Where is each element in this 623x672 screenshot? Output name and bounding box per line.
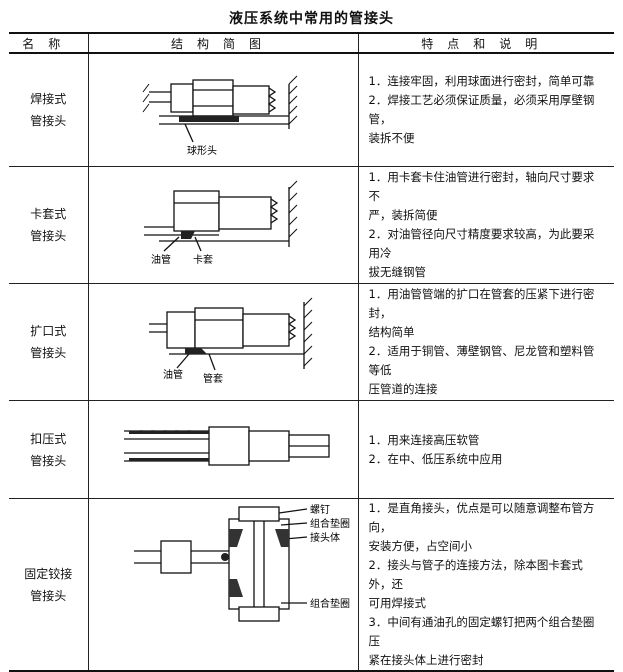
row-name-cell: 扣压式 管接头 [9,400,89,499]
label-oil-pipe: 油管 [151,253,171,266]
note-line: 2．适用于铜管、薄壁钢管、尼龙管和塑料管等低 [368,344,595,377]
notes-cell: 1．用来连接高压软管 2．在中、低压系统中应用 [357,400,614,499]
banjo-joint-diagram: 螺钉 组合垫圈 接头体 组合垫圈 [133,504,350,622]
label-ball-head: 球形头 [187,144,217,157]
label-washer-bottom: 组合垫圈 [310,597,350,610]
note-line: 可用焊接式 [368,596,427,610]
note-line: 1．是直角接头，优点是可以随意调整布管方向， [368,501,595,534]
note-line: 压管道的连接 [368,382,438,396]
note-line: 安装方便，占空间小 [368,539,473,553]
row-name-line1: 卡套式 [30,207,67,221]
row-name-cell: 扩口式 管接头 [9,283,89,401]
note-line: 严，装拆简便 [368,208,438,222]
note-line: 2．在中、低压系统中应用 [368,451,503,466]
diagram-cell: 油管 管套 [87,283,359,401]
header-desc: 特点和说明 [357,32,614,54]
diagram-cell: 螺钉 组合垫圈 接头体 组合垫圈 [87,498,359,672]
row-name-line2: 管接头 [30,229,67,243]
row-name-line2: 管接头 [30,453,67,468]
label-ferrule: 卡套 [193,253,213,266]
note-line: 装拆不便 [368,131,415,145]
note-line: 结构简单 [368,325,415,339]
note-line: 2．对油管径向尺寸精度要求较高，为此要采用冷 [368,227,595,260]
label-screw: 螺钉 [310,504,330,516]
table-row: 扩口式 管接头 油管 管套 [9,283,614,401]
label-joint-body: 接头体 [310,531,340,544]
row-name-cell: 焊接式 管接头 [9,52,89,167]
notes-cell: 1．用油管管端的扩口在管套的压紧下进行密封， 结构简单 2．适用于铜管、薄壁钢管… [357,283,614,401]
diagram-cell: 油管 卡套 [87,166,359,284]
row-name-line2: 管接头 [30,346,67,360]
row-name-cell: 固定铰接 管接头 [9,498,89,672]
pipe-joint-table: 名称 结构简图 特点和说明 焊接式 管接头 [9,32,614,672]
note-line: 1．用油管管端的扩口在管套的压紧下进行密封， [368,287,595,320]
diagram-cell [87,400,359,499]
note-line: 紧在接头体上进行密封 [368,653,484,667]
row-name-cell: 卡套式 管接头 [9,166,89,284]
ferrule-joint-diagram: 油管 卡套 [143,180,297,266]
table-row: 固定铰接 管接头 螺钉 组合垫 [9,498,614,672]
row-name-line2: 管接头 [30,114,67,128]
welded-joint-diagram: 球形头 [142,75,297,157]
note-line: 2．接头与管子的连接方法，除本图卡套式外，还 [368,558,583,591]
label-washer-top: 组合垫圈 [310,517,350,530]
crimped-joint-diagram [123,426,330,466]
label-oil-pipe: 油管 [163,368,183,381]
header-name: 名称 [9,32,89,54]
row-name-line2: 管接头 [30,588,67,603]
table-header-row: 名称 结构简图 特点和说明 [9,32,614,54]
note-line: 3．中间有通油孔的固定螺钉把两个组合垫圈压 [368,615,595,648]
table-row: 卡套式 管接头 油管 卡套 [9,166,614,284]
notes-cell: 1．连接牢固，利用球面进行密封，简单可靠 2．焊接工艺必须保证质量，必须采用厚壁… [357,52,614,167]
note-line: 1．用卡套卡住油管进行密封，轴向尺寸要求不 [368,170,595,203]
table-row: 焊接式 管接头 球形头 [9,52,614,167]
page-title: 液压系统中常用的管接头 [229,11,394,27]
label-sleeve: 管套 [203,372,223,385]
flared-joint-diagram: 油管 管套 [148,297,312,385]
table-row: 扣压式 管接头 1．用来连接高压软管 2．在中、低压系统中应用 [9,400,614,499]
header-diagram: 结构简图 [87,32,359,54]
row-name-line1: 固定铰接 [24,566,73,581]
notes-cell: 1．用卡套卡住油管进行密封，轴向尺寸要求不 严，装拆简便 2．对油管径向尺寸精度… [357,166,614,284]
diagram-cell: 球形头 [87,52,359,167]
note-line: 拔无缝钢管 [368,265,427,279]
note-line: 1．用来连接高压软管 [368,432,480,447]
row-name-line1: 扩口式 [30,324,67,338]
row-name-line1: 焊接式 [30,92,67,106]
row-name-line1: 扣压式 [30,431,67,446]
notes-cell: 1．是直角接头，优点是可以随意调整布管方向， 安装方便，占空间小 2．接头与管子… [357,498,614,672]
note-line: 1．连接牢固，利用球面进行密封，简单可靠 [368,74,595,88]
note-line: 2．焊接工艺必须保证质量，必须采用厚壁钢管， [368,93,595,126]
